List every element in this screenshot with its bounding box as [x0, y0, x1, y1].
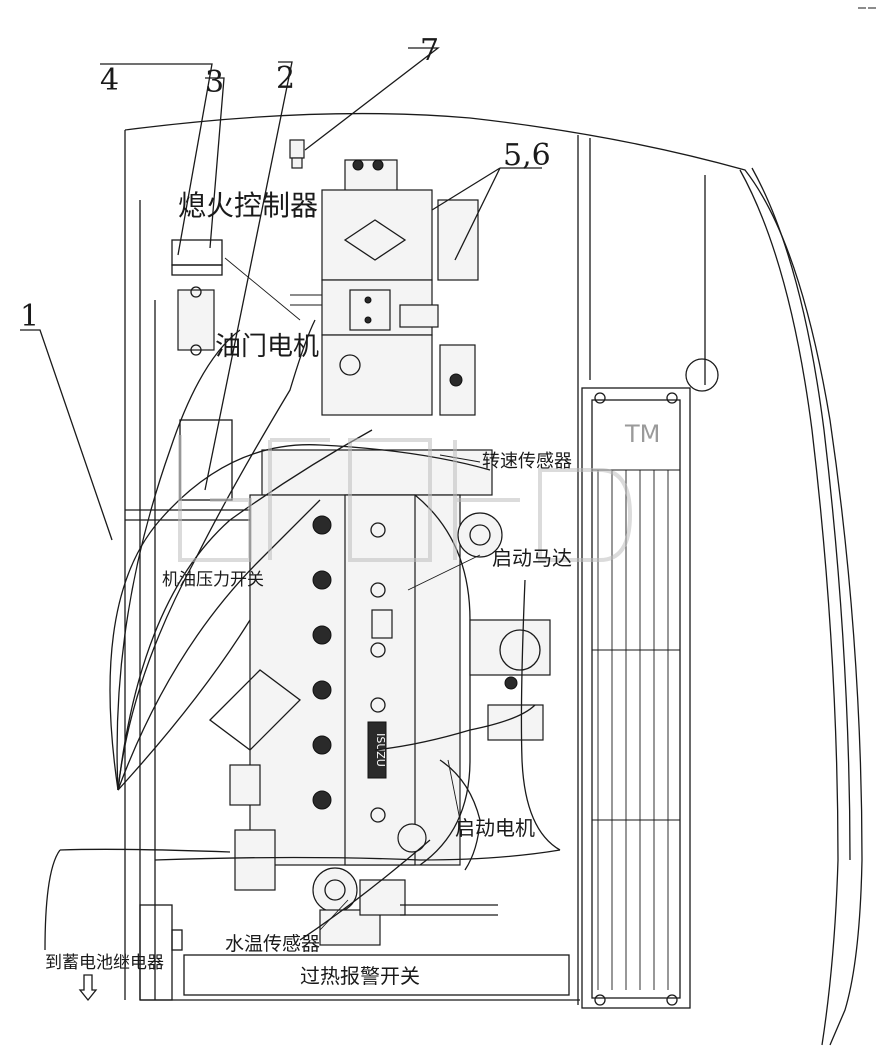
watermark-logo: [178, 435, 633, 562]
overheat-alarm-box: [183, 954, 570, 996]
label-throttle-motor: 油门电机: [215, 332, 319, 362]
wiring-harness: [44, 319, 561, 951]
label-water-temp-sensor: 水温传感器: [225, 933, 320, 955]
callout-7: 7: [420, 33, 439, 68]
callout-2: 2: [276, 61, 295, 96]
callout-5-6: 5,6: [503, 138, 551, 173]
part-7-sensor: [289, 139, 305, 169]
callout-1: 1: [20, 299, 39, 334]
label-speed-sensor: 转速传感器: [482, 451, 572, 472]
battery-relay-arrow: [78, 974, 98, 1002]
label-starter-motor-bottom: 启动电机: [455, 816, 535, 840]
leader-lines: [20, 47, 542, 931]
callout-4: 4: [100, 63, 119, 98]
callout-3: 3: [205, 65, 224, 100]
ignition-controller-panel: [171, 239, 233, 501]
intake-pipe: [209, 669, 301, 751]
label-starter-motor-top: 启动马达: [492, 546, 572, 570]
housing-frame: [124, 112, 863, 1046]
label-to-battery-relay: 到蓄电池继电器: [45, 953, 164, 973]
label-ignition-controller: 熄火控制器: [178, 189, 318, 222]
label-oil-pressure-switch: 机油压力开关: [162, 570, 264, 590]
engine-block: ISUZU: [209, 449, 498, 946]
starter-motor: [457, 512, 551, 741]
injection-pump-assembly: [290, 159, 479, 416]
cylinder-ports: [312, 515, 332, 810]
label-overheat-alarm-switch: 过热报警开关: [300, 964, 420, 988]
radiator: [581, 358, 719, 1009]
left-bracket: [139, 904, 183, 1001]
tm-mark: TM: [624, 420, 660, 448]
